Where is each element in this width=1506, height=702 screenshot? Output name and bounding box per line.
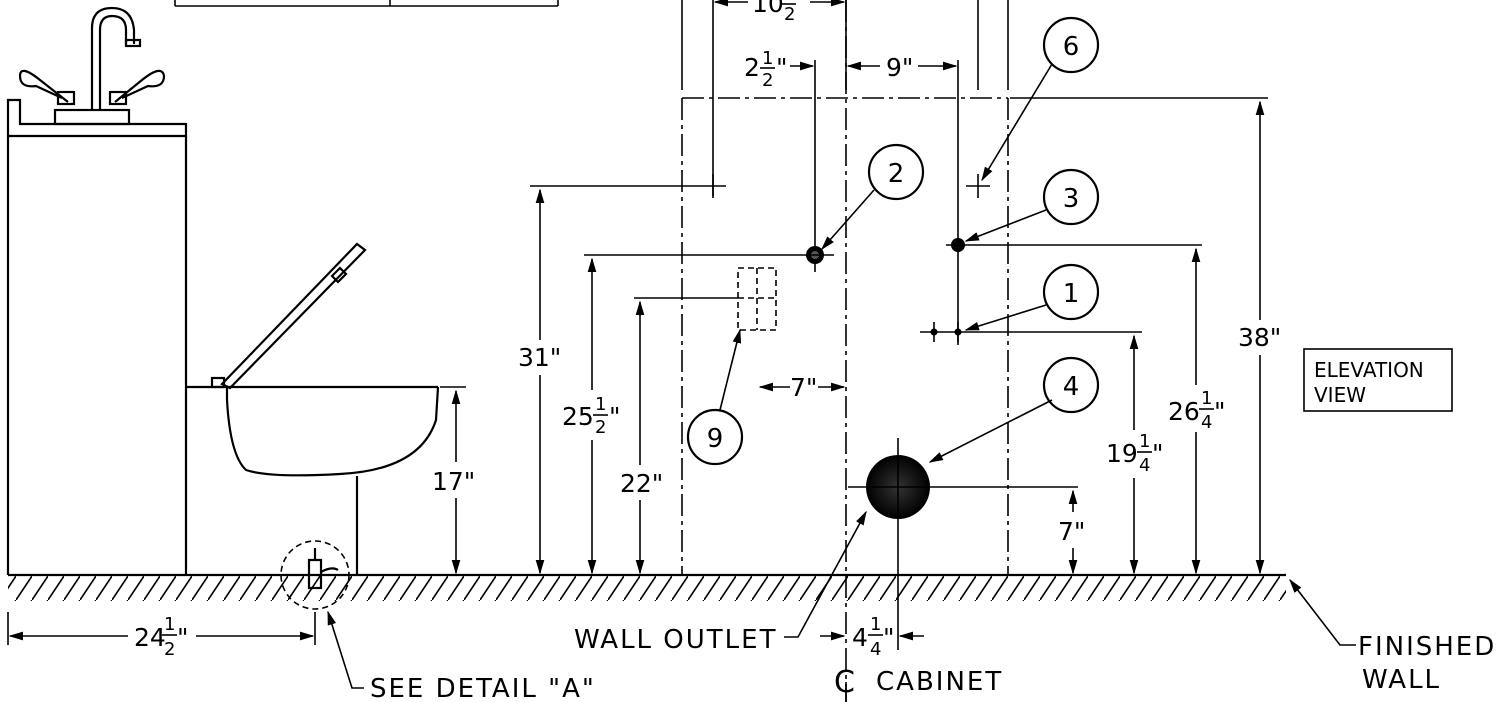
elevation-view-line1: ELEVATION (1314, 358, 1424, 382)
dim-9: 9" (886, 53, 913, 82)
dim-24-unit: " (177, 623, 189, 652)
dim-2-unit: " (776, 53, 788, 82)
dim-2-num: 1 (762, 48, 773, 69)
dim-19-den: 4 (1139, 455, 1150, 476)
dimension-lines (7, 0, 1265, 645)
dim-4-num: 1 (870, 614, 881, 635)
wall-outlet-note: WALL OUTLET (574, 625, 777, 655)
dim-19-num: 1 (1139, 431, 1150, 452)
dim-17: 17" (432, 467, 475, 496)
see-detail-note: SEE DETAIL "A" (370, 674, 596, 702)
dim-4-den: 4 (870, 639, 881, 660)
finished-wall-line1: FINISHED (1358, 632, 1496, 662)
centerline-symbol: C (834, 665, 855, 700)
dim-19-whole: 19 (1106, 439, 1138, 468)
fixture-marks (700, 174, 1202, 650)
dim-2-whole: 2 (744, 53, 760, 82)
leader-lines (327, 63, 1356, 689)
finished-floor (8, 573, 1286, 601)
dim-7-middle: 7" (790, 373, 817, 402)
dim-25-whole: 25 (562, 402, 594, 431)
dim-26-num: 1 (1201, 388, 1212, 409)
dim-22: 22" (620, 469, 663, 498)
dim-4-unit: " (883, 623, 895, 652)
balloon-4: 4 (1063, 372, 1080, 402)
notes: ELEVATION VIEW SEE DETAIL "A" WALL OUTLE… (370, 348, 1496, 702)
dim-25-unit: " (609, 402, 621, 431)
balloons: 2 3 1 4 6 9 (686, 16, 1100, 466)
dim-26-unit: " (1214, 397, 1226, 426)
balloon-1: 1 (1063, 279, 1080, 309)
dim-38: 38" (1238, 323, 1281, 352)
cabinet-outline (681, 0, 1009, 702)
dim-25-den: 2 (595, 417, 606, 438)
dim-31: 31" (518, 343, 561, 372)
dim-25-num: 1 (595, 394, 606, 415)
balloon-6: 6 (1063, 32, 1080, 62)
dim-10-num: 1 (784, 0, 795, 3)
balloon-9: 9 (707, 424, 724, 454)
dim-26-den: 4 (1201, 412, 1212, 433)
dim-26-whole: 26 (1168, 397, 1200, 426)
dim-19-unit: " (1152, 439, 1164, 468)
left-extension-lines (440, 97, 1268, 388)
dim-24-whole: 24 (134, 623, 166, 652)
title-table-fragment (174, 0, 559, 7)
dim-7-right: 7" (1058, 517, 1085, 546)
toilet (186, 242, 440, 610)
balloon-3: 3 (1063, 184, 1080, 214)
dim-24-num: 1 (164, 614, 175, 635)
balloon-2: 2 (888, 159, 905, 189)
dimension-labels: 10 1 2 2 1 2 " 9" 31" 25 1 2 " 22" 7" 17… (134, 0, 1281, 660)
top-extension-lines (681, 0, 1009, 345)
dim-4-whole: 4 (852, 623, 868, 652)
dim-2-den: 2 (762, 70, 773, 91)
cabinet-note: CABINET (876, 667, 1003, 697)
finished-wall-line2: WALL (1362, 665, 1441, 695)
dim-24-den: 2 (164, 639, 175, 660)
dim-10-whole: 10 (752, 0, 784, 18)
sink-cabinet (6, 6, 188, 575)
elevation-view-line2: VIEW (1314, 383, 1366, 407)
dim-10-den: 2 (784, 4, 795, 25)
